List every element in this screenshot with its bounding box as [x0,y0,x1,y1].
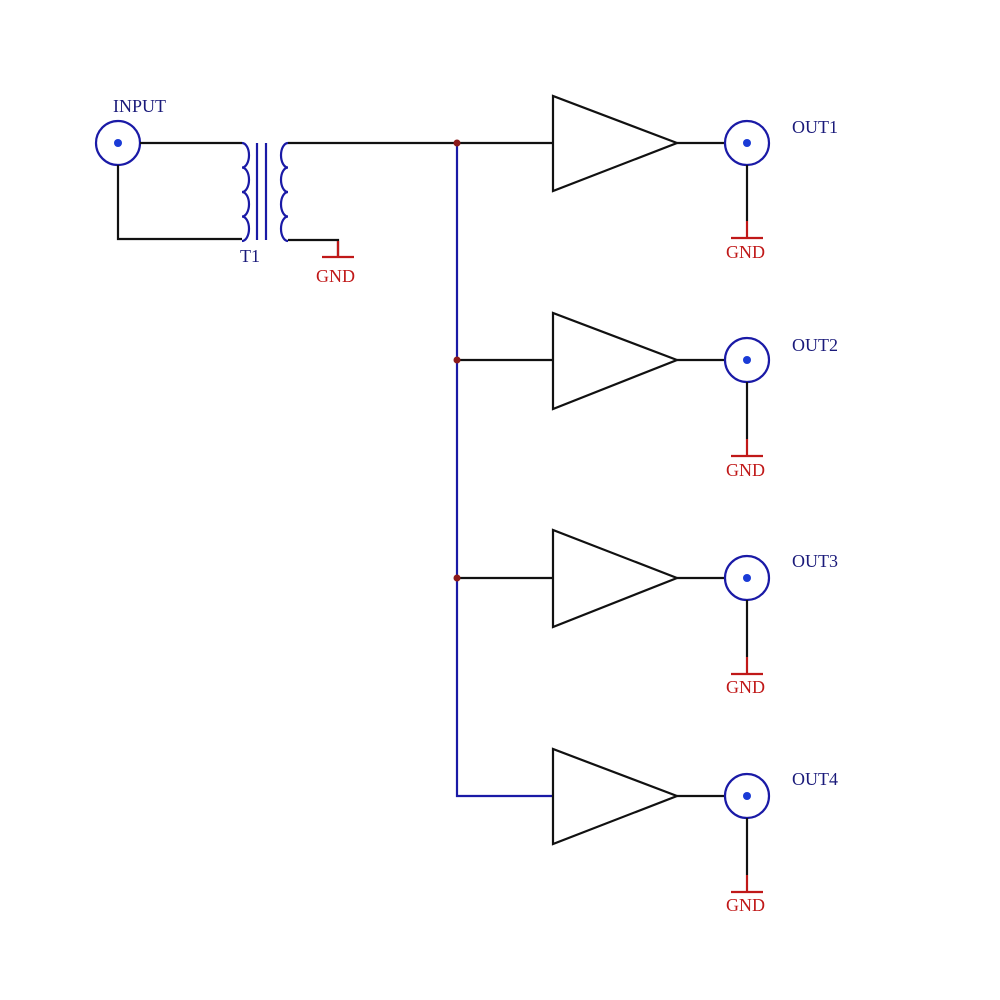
junction-dot-2 [453,356,461,364]
transformer-label: T1 [240,246,260,266]
channel-2 [551,311,771,458]
input-connector [94,119,142,167]
gnd-label-1: GND [726,242,765,262]
distribution-bus [455,143,553,798]
output-label-3: OUT3 [792,551,838,571]
junction-dot-3 [453,574,461,582]
gnd-label-4: GND [726,895,765,915]
buffer-amplifier-1 [551,94,681,193]
output-label-4: OUT4 [792,769,838,789]
transformer-t1 [241,141,289,243]
input-return-wire [116,165,242,241]
output-label-1: OUT1 [792,117,838,137]
secondary-coil [279,141,289,243]
buffer-amplifier-4 [551,747,681,846]
secondary-ground-wire [288,238,340,256]
gnd-label-2: GND [726,460,765,480]
gnd-label-3: GND [726,677,765,697]
input-label: INPUT [113,96,166,116]
channel-3 [551,528,771,676]
channel-1 [551,94,771,240]
primary-coil [241,141,251,243]
buffer-amplifier-3 [551,528,681,629]
gnd-label-t1: GND [316,266,355,286]
ground-symbol-t1 [322,241,354,259]
output-label-2: OUT2 [792,335,838,355]
channel-4 [551,747,771,894]
buffer-amplifier-2 [551,311,681,411]
junction-dot-1 [453,139,461,147]
